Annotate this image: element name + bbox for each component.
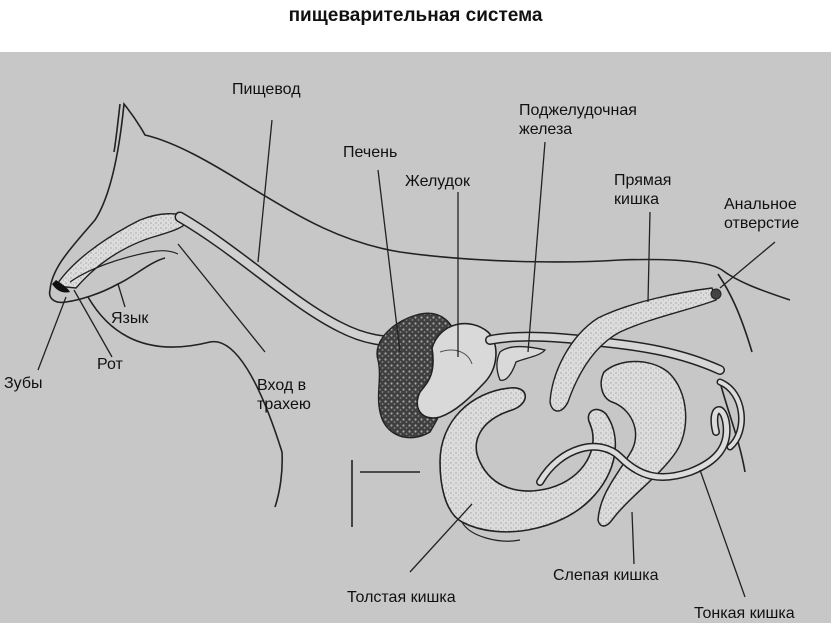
label-cecum: Слепая кишка (553, 567, 659, 584)
cecum (597, 360, 687, 527)
label-small-intestine: Тонкая кишка (694, 605, 795, 622)
rectum (549, 287, 717, 412)
anus (710, 288, 722, 300)
leader-lines (37, 119, 776, 598)
label-tongue: Язык (111, 310, 149, 327)
label-stomach: Желудок (405, 173, 470, 190)
stomach (416, 322, 497, 419)
page-title: пищеварительная система (288, 5, 543, 26)
label-teeth: Зубы (4, 375, 43, 392)
mouth-cavity (52, 213, 191, 293)
horse-outline (48, 101, 791, 527)
label-trachea-entry: Вход в трахею (257, 377, 311, 413)
horse-diagram (37, 101, 791, 598)
label-rectum: Прямая кишка (614, 172, 672, 208)
label-esophagus: Пищевод (232, 81, 301, 98)
large-intestine (439, 387, 617, 533)
label-liver: Печень (343, 144, 398, 161)
label-anus: Анальное отверстие (724, 196, 800, 232)
label-mouth: Рот (97, 356, 123, 373)
label-large-intestine: Толстая кишка (347, 589, 456, 606)
diagram-panel: Пищевод Поджелудочная железа Печень Желу… (0, 52, 831, 623)
pancreas (496, 345, 547, 381)
label-pancreas: Поджелудочная железа (519, 102, 637, 138)
